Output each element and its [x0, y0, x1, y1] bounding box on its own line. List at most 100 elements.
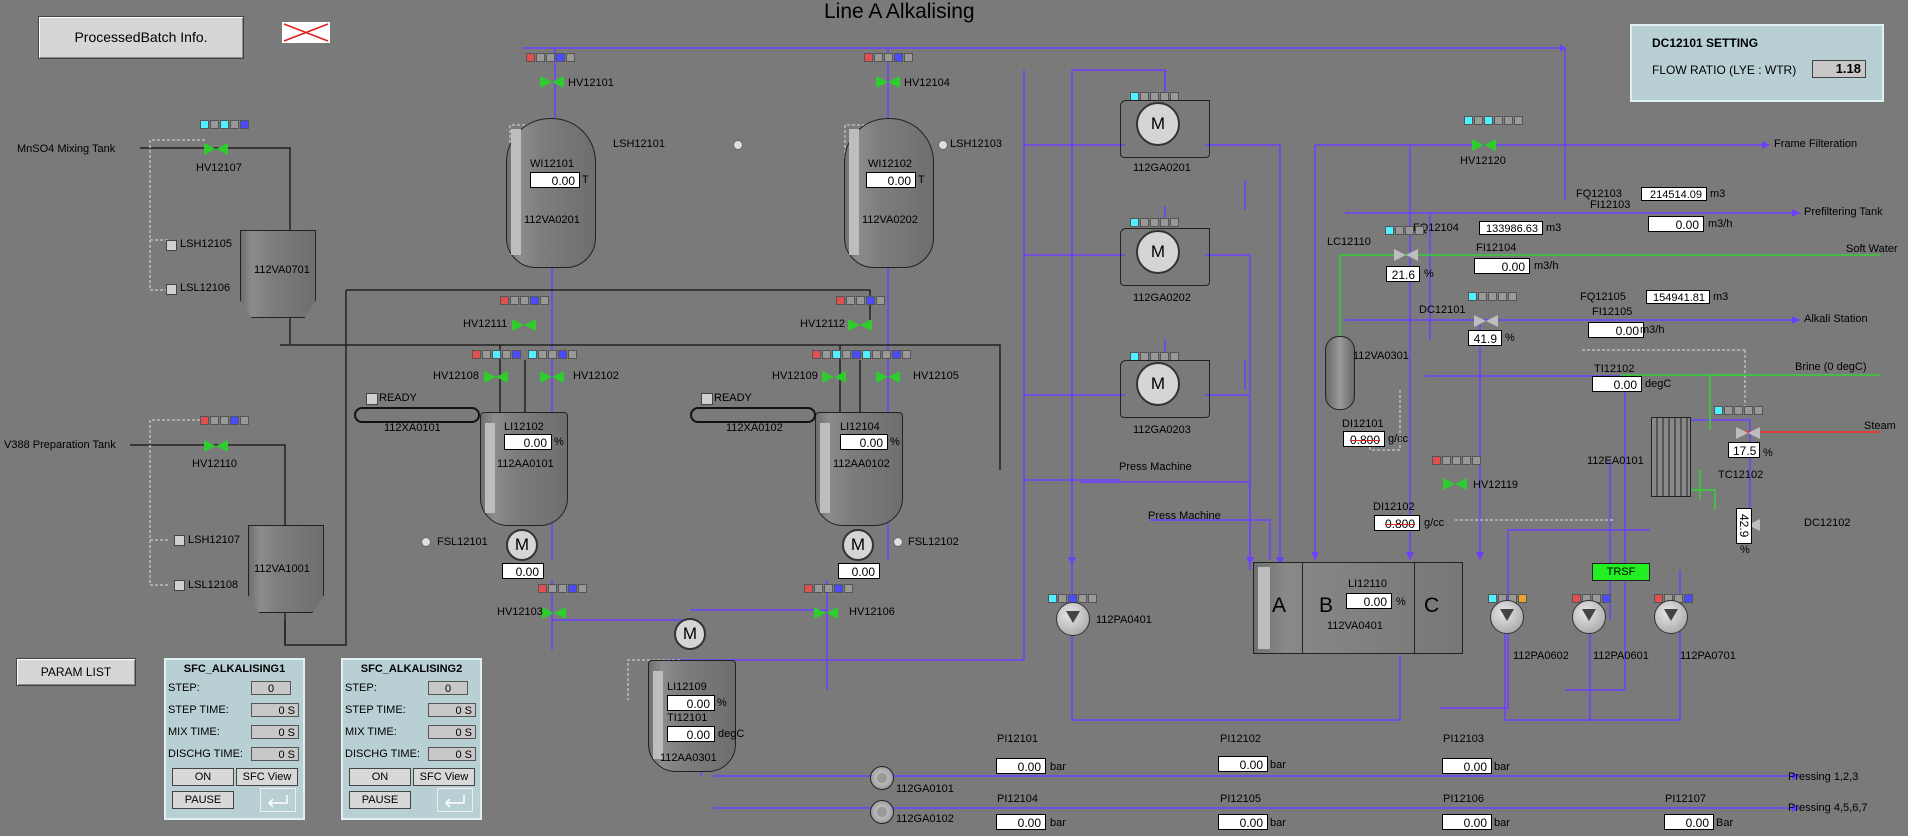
- motor-aa0102-icon[interactable]: M: [842, 529, 874, 561]
- pi12103-unit: bar: [1494, 761, 1510, 773]
- fq12104-value: 133986.63: [1479, 221, 1543, 235]
- pi12102-unit: bar: [1270, 759, 1286, 771]
- dc12101-tag: DC12101: [1419, 304, 1466, 316]
- sfc2-view-button[interactable]: SFC View: [413, 768, 475, 786]
- source-v388: V388 Preparation Tank: [4, 439, 116, 451]
- hv12119-status: [1432, 456, 1482, 465]
- param-list-button[interactable]: PARAM LIST: [16, 658, 136, 686]
- fi12103-unit: m3/h: [1708, 218, 1733, 230]
- pump-112pa0601[interactable]: [1572, 600, 1606, 634]
- sfc1-dischg-value: 0 S: [251, 747, 299, 761]
- hv12105-status: [862, 350, 912, 359]
- fq12104-tag: FQ12104: [1413, 222, 1459, 234]
- heat-exchanger-112ea0101[interactable]: [1651, 417, 1691, 497]
- press-112ga0203-label: 112GA0203: [1133, 424, 1191, 436]
- li12109-tag: LI12109: [667, 681, 707, 693]
- tank-112va0201[interactable]: [506, 118, 596, 268]
- sfc1-step-time-value: 0 S: [251, 703, 299, 717]
- pi12102-tag: PI12102: [1220, 733, 1261, 745]
- pump-112pa0701[interactable]: [1654, 600, 1688, 634]
- fi12104-value: 0.00: [1474, 258, 1530, 274]
- sfc1-on-button[interactable]: ON: [172, 768, 234, 786]
- motor-ga0202-icon[interactable]: M: [1136, 230, 1180, 274]
- alarm-close-icon[interactable]: [282, 22, 330, 43]
- sfc1-return-arrow-icon[interactable]: [260, 788, 296, 812]
- valve-hv12101[interactable]: [540, 73, 564, 91]
- va0401-section-b: B: [1319, 594, 1334, 617]
- valve-hv12109[interactable]: [822, 368, 846, 386]
- press-machine-112ga0201[interactable]: [1120, 100, 1210, 158]
- hv12102-status: [528, 350, 578, 359]
- agitator-112aa0301[interactable]: [648, 660, 736, 772]
- valve-lc12110[interactable]: [1394, 246, 1418, 264]
- valve-hv12106[interactable]: [814, 604, 838, 622]
- agitator-112aa0101[interactable]: [480, 412, 568, 526]
- dest-soft-water: Soft Water: [1846, 243, 1898, 255]
- pump-112ga0102[interactable]: [870, 800, 894, 824]
- tank-112va0701[interactable]: [240, 230, 316, 318]
- pi12101-value: 0.00: [996, 758, 1046, 774]
- sfc2-pause-button[interactable]: PAUSE: [349, 791, 411, 809]
- agitator-112aa0101-label: 112AA0101: [497, 458, 554, 470]
- flow-ratio-input[interactable]: 1.18: [1812, 60, 1866, 78]
- fsl12102-indicator: [893, 537, 903, 547]
- valve-hv12103[interactable]: [542, 604, 566, 622]
- motor-ga0203-icon[interactable]: M: [1136, 362, 1180, 406]
- dc12101-unit: %: [1505, 332, 1515, 344]
- ti12102-value: 0.00: [1592, 376, 1642, 392]
- conveyor-112xa0101[interactable]: [354, 407, 480, 423]
- valve-hv12107[interactable]: [204, 140, 228, 158]
- agitator-112aa0102[interactable]: [815, 412, 903, 526]
- press-machine-112ga0202[interactable]: [1120, 228, 1210, 286]
- valve-hv12108[interactable]: [484, 368, 508, 386]
- sfc1-view-button[interactable]: SFC View: [236, 768, 298, 786]
- tank-112va0301[interactable]: [1325, 336, 1355, 410]
- valve-hv12104[interactable]: [876, 73, 900, 91]
- li12102-unit: %: [554, 436, 564, 448]
- valve-hv12111[interactable]: [512, 316, 536, 334]
- valve-dc12101[interactable]: [1474, 312, 1498, 330]
- pump-112ga0102-label: 112GA0102: [896, 813, 954, 825]
- va0401-level-bar: [1258, 567, 1270, 649]
- motor-ga0201-icon[interactable]: M: [1136, 102, 1180, 146]
- valve-hv12110[interactable]: [204, 437, 228, 455]
- sfc2-step-time-value: 0 S: [428, 703, 476, 717]
- valve-hv12119[interactable]: [1443, 475, 1467, 493]
- sfc1-step-time-label: STEP TIME:: [168, 704, 229, 716]
- valve-tc12102[interactable]: [1736, 424, 1760, 442]
- li12110-unit: %: [1396, 596, 1406, 608]
- valve-hv12102[interactable]: [540, 368, 564, 386]
- tank-112va0201-label: 112VA0201: [524, 214, 580, 226]
- pump-112pa0602[interactable]: [1490, 600, 1524, 634]
- sfc1-step-label: STEP:: [168, 682, 200, 694]
- tc12102-status: [1714, 406, 1764, 415]
- xa0102-status: READY: [714, 392, 752, 404]
- pump-112ga0101[interactable]: [870, 766, 894, 790]
- valve-hv12120[interactable]: [1472, 136, 1496, 154]
- motor-aa0301-icon[interactable]: M: [674, 618, 706, 650]
- pump-112pa0401[interactable]: [1056, 602, 1090, 636]
- press-machine-112ga0203[interactable]: [1120, 360, 1210, 418]
- pi12107-unit: Bar: [1716, 817, 1734, 829]
- valve-hv12112[interactable]: [848, 316, 872, 334]
- tank-112va1001[interactable]: [248, 525, 324, 613]
- sfc2-on-button[interactable]: ON: [349, 768, 411, 786]
- dest-pressing-123: Pressing 1,2,3: [1788, 771, 1859, 783]
- va0401-divider-2: [1414, 563, 1415, 653]
- li12110-value: 0.00: [1346, 593, 1392, 609]
- processed-batch-info-button[interactable]: ProcessedBatch Info.: [38, 16, 244, 59]
- ti12102-tag: TI12102: [1594, 363, 1635, 375]
- sfc1-pause-button[interactable]: PAUSE: [172, 791, 234, 809]
- fi12103-tag: FI12103: [1590, 199, 1631, 211]
- di12102-tag: DI12102: [1373, 501, 1415, 513]
- motor-aa0101-icon[interactable]: M: [506, 529, 538, 561]
- setting-panel-title: DC12101 SETTING: [1652, 36, 1759, 50]
- xa0102-status-indicator: [701, 393, 713, 405]
- conveyor-112xa0102[interactable]: [690, 407, 816, 423]
- sfc2-return-arrow-icon[interactable]: [437, 788, 473, 812]
- tank-112va0202[interactable]: [844, 118, 934, 268]
- trsf-button[interactable]: TRSF: [1592, 563, 1650, 581]
- valve-hv12105[interactable]: [876, 368, 900, 386]
- di12101-value: 0.800: [1343, 431, 1385, 447]
